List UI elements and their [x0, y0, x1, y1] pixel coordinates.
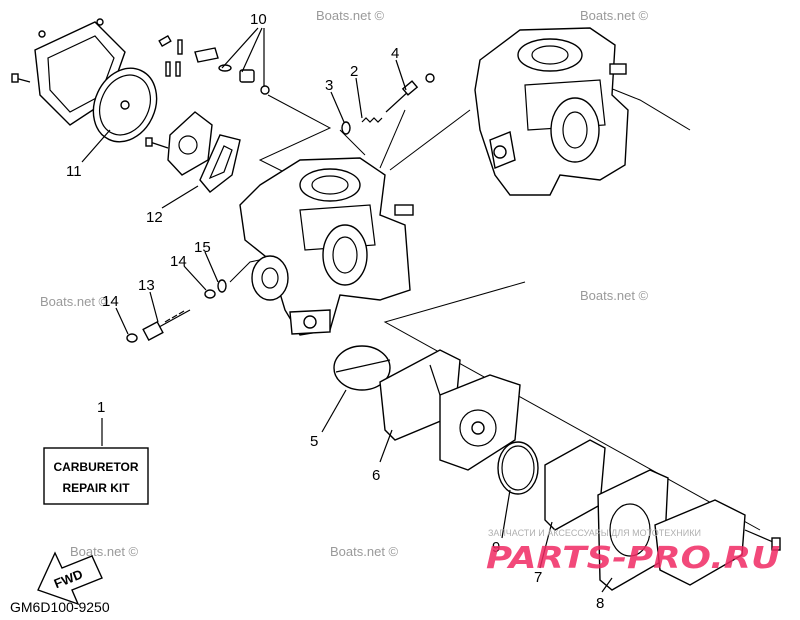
watermark: Boats.net ©: [330, 544, 399, 559]
callout-4: 4: [391, 45, 399, 62]
callout-12: 12: [146, 209, 163, 226]
shop-watermark-text: ЗАПЧАСТИ И АКСЕССУАРЫ ДЛЯ МОТОТЕХНИКИ: [488, 528, 701, 538]
o-ring: [497, 441, 539, 495]
watermark: Boats.net ©: [40, 294, 109, 309]
washer: [204, 289, 216, 299]
washer: [126, 333, 138, 343]
fuel-pump-cover: [654, 499, 781, 586]
o-ring: [341, 121, 351, 135]
leader-line: [183, 265, 207, 291]
leader-line: [539, 521, 553, 569]
callout-9: 9: [492, 539, 500, 556]
callout-10: 10: [250, 11, 267, 28]
callout-8: 8: [596, 595, 604, 612]
carburetor-body: [239, 157, 414, 336]
alignment-line: [379, 109, 406, 169]
leader-line: [115, 307, 129, 335]
callout-2: 2: [350, 63, 358, 80]
leader-line: [241, 27, 263, 73]
leader-line: [161, 185, 199, 209]
needle-valve: [385, 73, 435, 113]
callout-11: 11: [66, 163, 82, 180]
screw: [145, 137, 169, 149]
shop-watermark-logo: PARTS-PRO.RU: [486, 541, 780, 576]
alignment-line: [383, 281, 761, 531]
o-ring: [217, 279, 227, 293]
callout-1: 1: [97, 399, 105, 416]
pump-cover: [439, 374, 521, 471]
jet-parts-group: [158, 34, 270, 95]
callout-3: 3: [325, 77, 333, 94]
fwd-arrow: FWD: [37, 551, 103, 606]
leader-line: [330, 91, 345, 123]
leader-line: [81, 129, 111, 163]
carburetor-body: [474, 27, 629, 196]
callout-15: 15: [194, 239, 211, 256]
leader-line: [379, 429, 393, 463]
leader-line: [355, 77, 363, 119]
callout-14: 14: [102, 293, 119, 310]
leader-line: [501, 489, 511, 539]
leader-line: [149, 291, 159, 323]
callout-5: 5: [310, 433, 318, 450]
leader-line: [601, 577, 613, 593]
gasket: [544, 439, 606, 531]
leader-line: [221, 27, 259, 69]
watermark: Boats.net ©: [316, 8, 385, 23]
pump-body: [167, 111, 213, 176]
callout-14: 14: [170, 253, 187, 270]
leader-line: [395, 59, 407, 91]
spring: [361, 117, 383, 123]
repair-kit-box: CARBURETOR REPAIR KIT: [43, 447, 149, 505]
leader-line: [204, 251, 219, 283]
callout-6: 6: [372, 467, 380, 484]
screw: [11, 73, 31, 83]
kit-label-line2: REPAIR KIT: [62, 481, 130, 495]
gasket: [199, 134, 241, 193]
kit-label-line1: CARBURETOR: [53, 460, 138, 474]
watermark: Boats.net ©: [580, 288, 649, 303]
pilot-screw: [142, 309, 191, 342]
diagram-code: GM6D100-9250: [10, 599, 110, 615]
watermark: Boats.net ©: [70, 544, 139, 559]
watermark: Boats.net ©: [580, 8, 649, 23]
callout-7: 7: [534, 569, 542, 586]
leader-line: [321, 389, 347, 433]
alignment-line: [258, 94, 332, 181]
diaphragm: [92, 67, 158, 143]
check-valve: [333, 345, 391, 391]
alignment-line: [599, 83, 691, 131]
callout-13: 13: [138, 277, 155, 294]
alignment-line: [389, 109, 471, 171]
